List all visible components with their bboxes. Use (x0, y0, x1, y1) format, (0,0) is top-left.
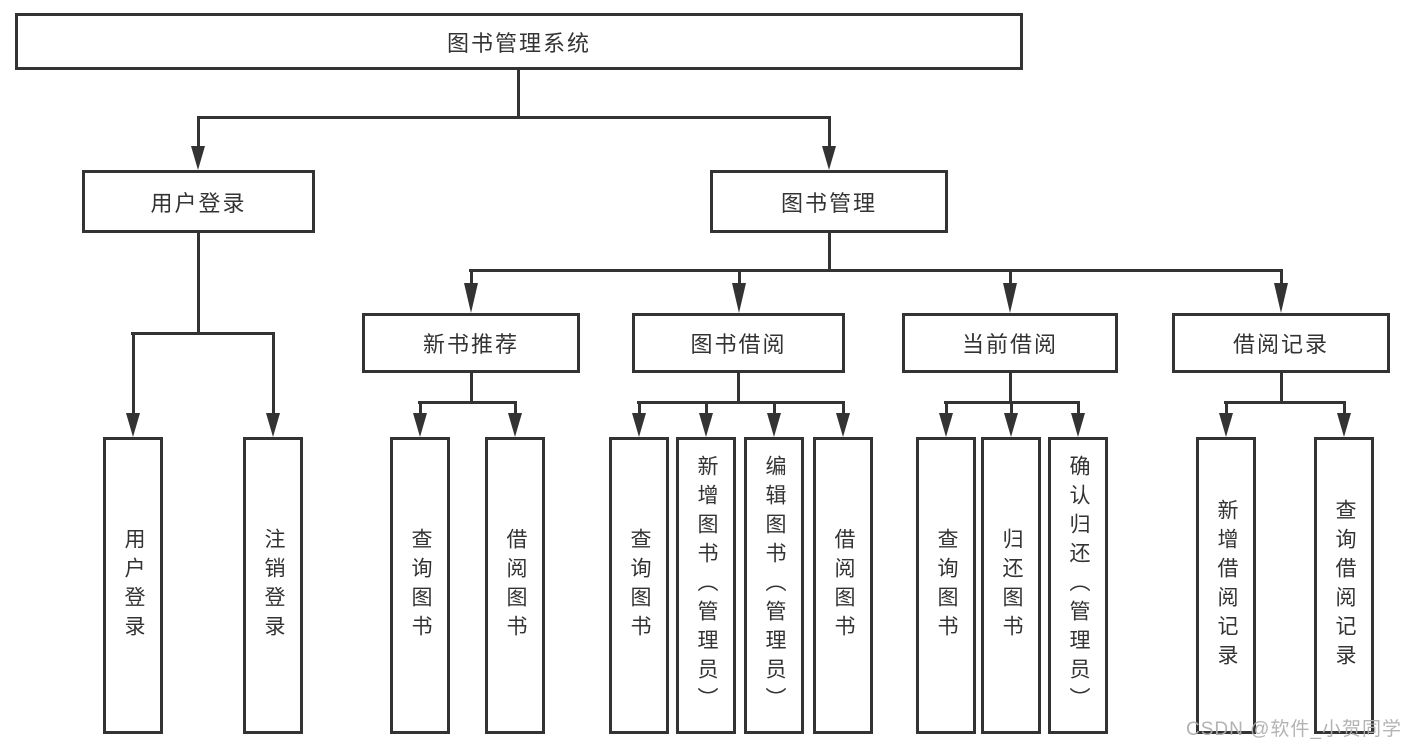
connector-line (418, 401, 517, 404)
arrow-down-icon (413, 413, 427, 437)
connector-line (1224, 401, 1346, 404)
node-borrowing-records: 借阅记录 (1172, 313, 1390, 373)
node-label: 注销登录 (262, 527, 285, 644)
connector-line (1343, 401, 1346, 415)
leaf-borrow-books-recommend: 借阅图书 (485, 437, 545, 734)
arrow-down-icon (1337, 413, 1351, 437)
arrow-down-icon (822, 146, 836, 170)
arrow-down-icon (1004, 413, 1018, 437)
connector-line (470, 269, 473, 285)
node-label: 用户登录 (122, 527, 145, 644)
connector-line (1225, 401, 1228, 415)
leaf-return-books: 归还图书 (981, 437, 1041, 734)
leaf-logout: 注销登录 (243, 437, 303, 734)
leaf-edit-book-admin: 编辑图书（管理员） (744, 437, 804, 734)
leaf-query-books-current: 查询图书 (916, 437, 976, 734)
node-label: 查询借阅记录 (1333, 498, 1356, 673)
connector-line (945, 401, 948, 415)
arrow-down-icon (191, 146, 205, 170)
connector-line (638, 401, 641, 415)
arrow-down-icon (1219, 413, 1233, 437)
arrow-down-icon (464, 283, 478, 313)
connector-line (1280, 373, 1283, 403)
connector-line (469, 269, 1282, 272)
watermark: CSDN @软件_小贺同学 (1186, 719, 1402, 740)
connector-line (1077, 401, 1080, 415)
connector-line (773, 401, 776, 415)
leaf-borrow-books: 借阅图书 (813, 437, 873, 734)
node-label: 当前借阅 (961, 332, 1058, 357)
leaf-query-borrow-record: 查询借阅记录 (1314, 437, 1374, 734)
connector-line (132, 332, 135, 415)
arrow-down-icon (1003, 283, 1017, 313)
node-book-management: 图书管理 (710, 170, 948, 233)
arrow-down-icon (1071, 413, 1085, 437)
node-new-book-recommendation: 新书推荐 (362, 313, 580, 373)
node-book-borrowing: 图书借阅 (632, 313, 845, 373)
connector-line (197, 233, 200, 334)
arrow-down-icon (1274, 283, 1288, 313)
node-label: 新书推荐 (422, 332, 519, 357)
connector-line (1009, 269, 1012, 285)
node-label: 图书管理 (780, 190, 877, 216)
leaf-user-login: 用户登录 (103, 437, 163, 734)
node-label: 查询图书 (935, 527, 958, 644)
connector-line (842, 401, 845, 415)
arrow-down-icon (767, 413, 781, 437)
leaf-query-books-recommend: 查询图书 (390, 437, 450, 734)
arrow-down-icon (939, 413, 953, 437)
connector-line (197, 116, 831, 119)
connector-line (514, 401, 517, 415)
node-library-management-system: 图书管理系统 (15, 13, 1023, 70)
connector-line (517, 70, 520, 117)
connector-line (197, 116, 200, 148)
arrow-down-icon (126, 413, 140, 437)
connector-line (737, 373, 740, 403)
leaf-confirm-return-admin: 确认归还（管理员） (1048, 437, 1108, 734)
connector-line (1280, 269, 1283, 285)
node-label: 编辑图书（管理员） (763, 455, 786, 716)
arrow-down-icon (266, 413, 280, 437)
node-label: 新增图书（管理员） (695, 455, 718, 716)
connector-line (1009, 373, 1012, 403)
arrow-down-icon (699, 413, 713, 437)
node-label: 归还图书 (1000, 527, 1023, 644)
node-label: 确认归还（管理员） (1067, 455, 1090, 716)
node-label: 借阅记录 (1232, 332, 1329, 357)
node-current-borrowing: 当前借阅 (902, 313, 1118, 373)
node-label: 用户登录 (150, 190, 247, 216)
arrow-down-icon (836, 413, 850, 437)
node-label: 查询图书 (409, 527, 432, 644)
arrow-down-icon (632, 413, 646, 437)
node-user-login: 用户登录 (82, 170, 315, 233)
connector-line (738, 269, 741, 285)
node-label: 图书借阅 (690, 332, 787, 357)
node-label: 借阅图书 (504, 527, 527, 644)
connector-line (470, 373, 473, 403)
connector-line (828, 233, 831, 271)
connector-line (637, 401, 845, 404)
connector-line (705, 401, 708, 415)
connector-line (272, 332, 275, 415)
leaf-add-book-admin: 新增图书（管理员） (676, 437, 736, 734)
node-label: 新增借阅记录 (1215, 498, 1238, 673)
node-label: 图书管理系统 (446, 30, 591, 56)
arrow-down-icon (508, 413, 522, 437)
leaf-add-borrow-record: 新增借阅记录 (1196, 437, 1256, 734)
leaf-query-books-borrowing: 查询图书 (609, 437, 669, 734)
arrow-down-icon (732, 283, 746, 313)
connector-line (1010, 401, 1013, 415)
connector-line (828, 116, 831, 148)
connector-line (131, 332, 275, 335)
node-label: 借阅图书 (832, 527, 855, 644)
connector-line (419, 401, 422, 415)
node-label: 查询图书 (628, 527, 651, 644)
